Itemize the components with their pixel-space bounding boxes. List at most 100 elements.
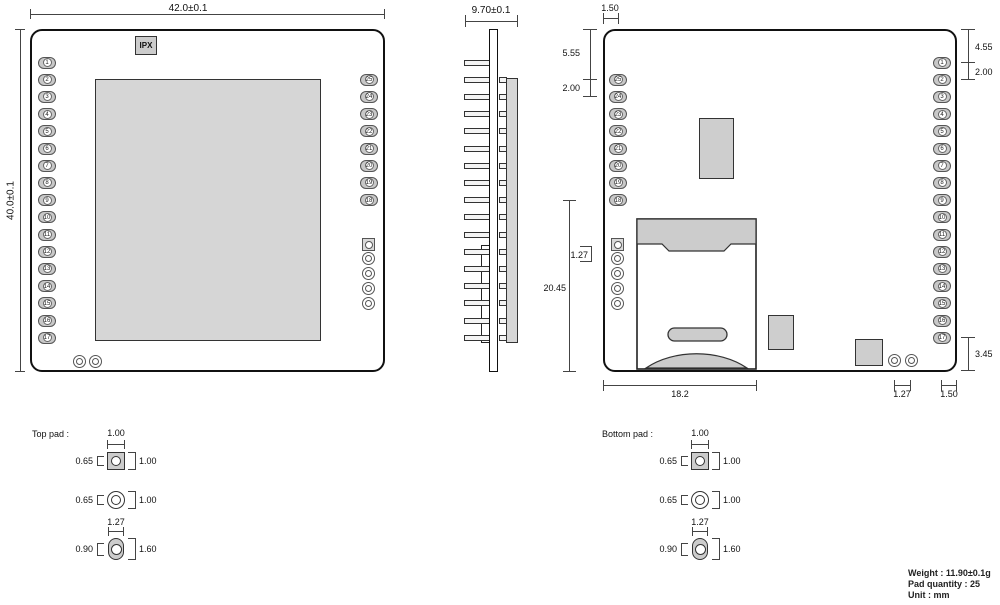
pin-18: 18 (360, 194, 378, 207)
pin-1: 1 (38, 56, 56, 69)
ipx-antenna-connector: IPX (135, 36, 157, 55)
side-pin-lead (464, 93, 491, 100)
pin-number: 16 (42, 316, 52, 325)
pin-number: 14 (937, 281, 947, 291)
pin-21: 21 (360, 142, 378, 155)
pin-22: 22 (609, 125, 627, 138)
pin-number: 8 (42, 178, 52, 188)
pin-24: 24 (360, 90, 378, 103)
pin-9: 9 (933, 194, 951, 207)
pin-number: 12 (42, 247, 52, 257)
dim-line (97, 495, 98, 505)
dim-pin-pitch-left: 2.00 (562, 83, 580, 93)
fiducial-square (362, 238, 375, 251)
dim-tick (97, 543, 104, 544)
pin-2: 2 (933, 73, 951, 86)
pin-10: 10 (38, 211, 56, 224)
pin-6: 6 (38, 142, 56, 155)
dim-tick (517, 15, 518, 27)
dim-tick (941, 380, 942, 391)
pin-number: 9 (937, 195, 947, 205)
dim-tick (712, 469, 719, 470)
pin-number: 25 (613, 75, 623, 85)
pad3-height-dim: 1.60 (723, 544, 741, 554)
pin-number: 24 (364, 92, 374, 102)
pin-8: 8 (38, 176, 56, 189)
pin-16: 16 (38, 314, 56, 327)
dim-tick (128, 538, 135, 539)
dim-tick (712, 508, 719, 509)
pin-11: 11 (38, 228, 56, 241)
side-pin-lead (464, 317, 491, 324)
dim-line (135, 452, 136, 470)
pin-number: 17 (42, 333, 52, 343)
pin-number: 5 (42, 126, 52, 136)
dim-tick (97, 456, 104, 457)
side-view-thickness-dim: 9.70±0.1 (471, 5, 511, 16)
pin-5: 5 (38, 125, 56, 138)
pad1-height-dim: 1.00 (139, 456, 157, 466)
dim-tick (681, 495, 688, 496)
pad3-height-dim: 1.60 (139, 544, 157, 554)
pin-24: 24 (609, 90, 627, 103)
pad1-height-dim: 1.00 (723, 456, 741, 466)
pin-1: 1 (933, 56, 951, 69)
dim-line (719, 452, 720, 470)
pin-number: 12 (937, 247, 947, 257)
pin-25: 25 (609, 73, 627, 86)
round-pad (107, 491, 125, 509)
pin-12: 12 (38, 245, 56, 258)
pin-number: 1 (937, 58, 947, 67)
pin-number: 7 (42, 161, 52, 171)
via-hole (362, 281, 375, 295)
dim-tick (563, 371, 576, 372)
pin-number: 17 (937, 333, 947, 343)
pin-number: 23 (364, 109, 374, 119)
side-pin-lead (464, 214, 491, 221)
pin-number: 9 (42, 195, 52, 205)
pad3-width-dim: 1.27 (691, 517, 709, 527)
dim-top-to-pin1: 4.55 (975, 42, 993, 52)
pcb-board-edge (489, 29, 498, 372)
pin-15: 15 (933, 297, 951, 310)
dim-pin-pitch-right: 2.00 (975, 67, 993, 77)
pin-number: 22 (613, 126, 623, 136)
via-hole (611, 266, 624, 280)
pin-13: 13 (38, 262, 56, 275)
top-view-width-dim: 42.0±0.1 (168, 3, 208, 14)
pin-number: 19 (613, 178, 623, 188)
dim-tick (961, 337, 975, 338)
side-pin-lead (464, 145, 491, 152)
pin-3: 3 (933, 90, 951, 103)
pin-number: 8 (937, 178, 947, 188)
dim-sim-height: 20.45 (543, 283, 566, 293)
pin-number: 14 (42, 281, 52, 291)
pad2-hole-dim: 0.65 (75, 495, 93, 505)
pin-number: 24 (613, 92, 623, 102)
dim-tick (681, 465, 688, 466)
pin-number: 21 (364, 144, 374, 153)
dim-tick (961, 370, 975, 371)
dim-tick (712, 538, 719, 539)
mounting-hole (72, 354, 86, 368)
pad-quantity-note: Pad quantity : 25 (908, 579, 981, 589)
pin-number: 4 (937, 109, 947, 119)
pin-7: 7 (38, 159, 56, 172)
pin-23: 23 (360, 108, 378, 121)
side-pin-lead (464, 76, 491, 83)
pin-6: 6 (933, 142, 951, 155)
via-hole (611, 296, 624, 310)
pin-number: 4 (42, 109, 52, 119)
dim-tick (681, 456, 688, 457)
mounting-hole (88, 354, 102, 368)
pin-20: 20 (609, 159, 627, 172)
mounting-hole (904, 353, 918, 367)
dim-tick (712, 559, 719, 560)
dim-tick (681, 555, 688, 556)
dim-sim-width: 18.2 (671, 389, 689, 399)
dim-tick (97, 495, 104, 496)
pad-hole (695, 456, 705, 466)
dim-line (719, 538, 720, 560)
dim-line (681, 456, 682, 466)
pin-number: 25 (364, 75, 374, 85)
